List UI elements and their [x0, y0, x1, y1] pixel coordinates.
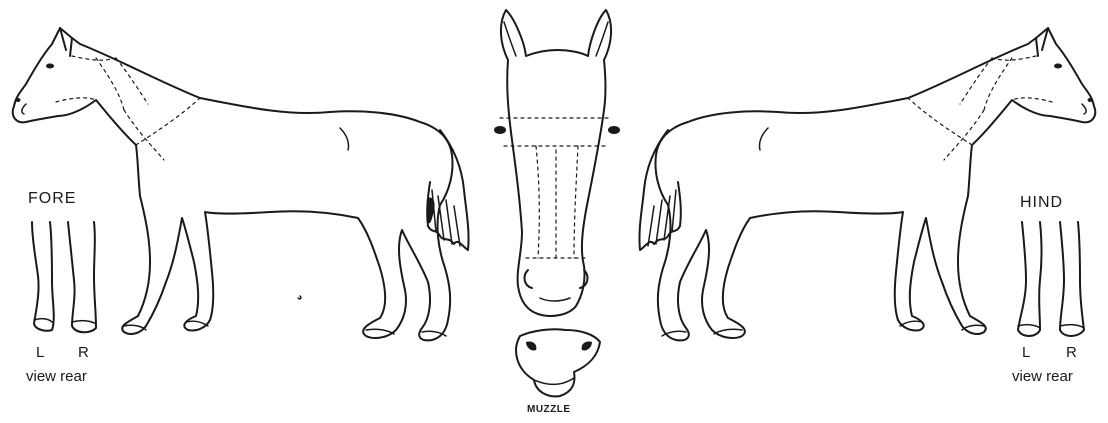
hind-label: HIND — [1020, 194, 1063, 212]
hind-left-label: L — [1022, 344, 1030, 361]
muzzle-view — [516, 329, 600, 396]
left-horse-side-view — [13, 28, 469, 340]
hind-right-label: R — [1066, 344, 1077, 361]
head-front-view — [494, 10, 620, 316]
muzzle-label: MUZZLE — [527, 404, 571, 415]
fore-view-label: view rear — [26, 368, 87, 385]
fore-right-label: R — [78, 344, 89, 361]
hind-view-label: view rear — [1012, 368, 1073, 385]
fore-left-label: L — [36, 344, 44, 361]
fore-legs-rear-view — [32, 222, 96, 332]
right-horse-side-view — [639, 28, 1095, 340]
hind-legs-rear-view — [1018, 222, 1084, 336]
fore-label: FORE — [28, 190, 76, 208]
